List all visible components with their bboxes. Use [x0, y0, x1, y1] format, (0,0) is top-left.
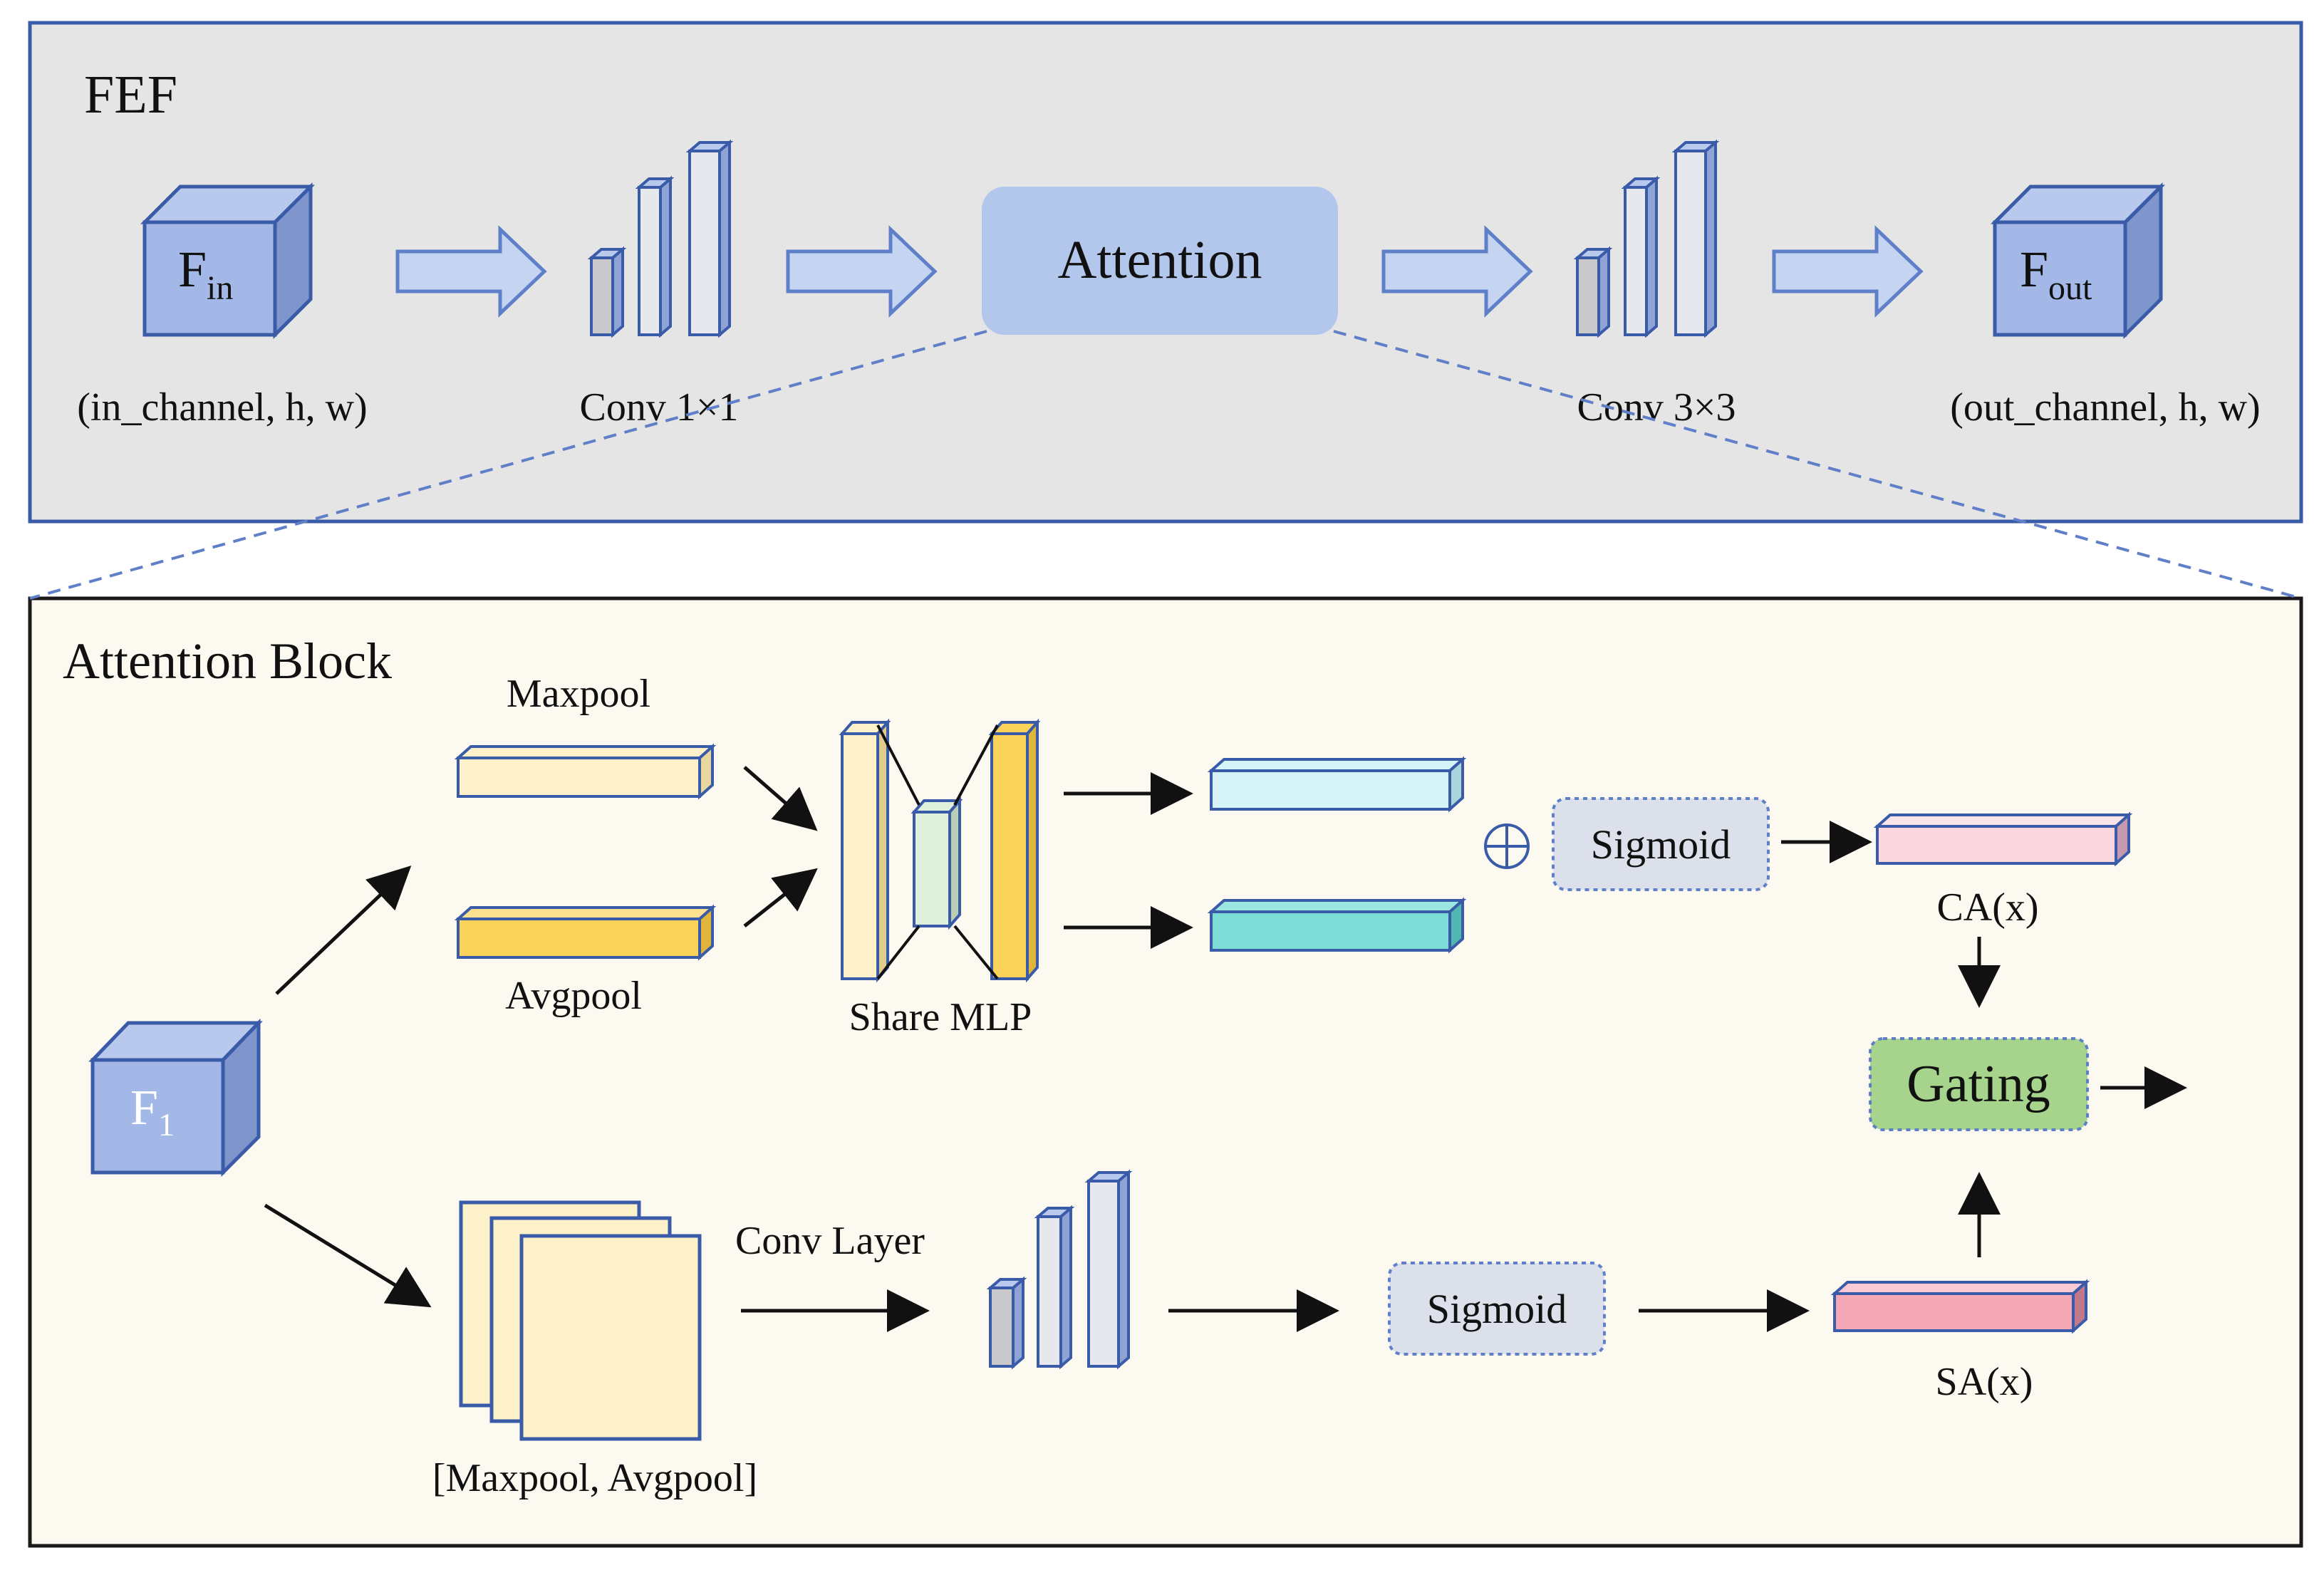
maxpool-label: Maxpool [507, 672, 650, 716]
zoom-line-right [1333, 330, 2302, 600]
conv-layer-label: Conv Layer [735, 1219, 925, 1263]
output-cube-icon [1990, 182, 2166, 340]
share-mlp-label: Share MLP [849, 995, 1032, 1039]
share-mlp-icon [839, 718, 1041, 983]
output-cube-label: Fout [2020, 241, 2092, 307]
arrow-avgpool-to-mlp [743, 868, 818, 927]
sigmoid-top-box [1552, 797, 1770, 891]
arrow-to-pools [275, 866, 412, 995]
gating-label: Gating [1907, 1055, 2050, 1113]
avgpool-label: Avgpool [505, 974, 642, 1018]
arrow-maxpool-to-mlp [743, 766, 818, 831]
right-arrow-icon [786, 225, 938, 318]
conv3x3-label: Conv 3×3 [1577, 385, 1736, 430]
input-cube-label: Fin [178, 241, 233, 307]
conv1x1-icon [587, 139, 734, 338]
right-arrow-icon [395, 225, 547, 318]
sigmoid-bottom-box [1388, 1262, 1606, 1356]
plus-circle-icon [1484, 823, 1530, 869]
f1-cube-icon [88, 1018, 263, 1178]
attention-block-panel: Attention Block F1 Maxpool Avgpool [28, 596, 2303, 1548]
attention-box [982, 187, 1338, 335]
input-cube-icon [140, 182, 316, 340]
sigmoid-top-label: Sigmoid [1591, 821, 1731, 868]
ca-bar [1873, 811, 2133, 867]
concat-label: [Maxpool, Avgpool] [432, 1456, 757, 1500]
avgpool-bar [454, 904, 717, 961]
conv3x3-icon [1573, 139, 1720, 338]
maxpool-bar [454, 743, 717, 800]
attention-block-title: Attention Block [63, 633, 392, 690]
input-dims-label: (in_channel, h, w) [77, 385, 367, 430]
sigmoid-bottom-label: Sigmoid [1427, 1286, 1567, 1332]
f1-cube-label: F1 [130, 1081, 175, 1143]
sa-label: SA(x) [1936, 1360, 2033, 1404]
output-dims-label: (out_channel, h, w) [1950, 385, 2260, 430]
mlp-output-bar-2 [1207, 897, 1467, 954]
mlp-output-bar-1 [1207, 756, 1467, 813]
ca-label: CA(x) [1936, 885, 2038, 930]
arrow-to-concat [264, 1203, 432, 1308]
gating-box [1869, 1037, 2089, 1131]
right-arrow-icon [1381, 225, 1533, 318]
fef-panel: FEF Fin (in_channel, h, w) Conv 1×1 [28, 21, 2303, 524]
right-arrow-icon [1772, 225, 1924, 318]
fef-title: FEF [84, 65, 177, 125]
sa-bar [1830, 1279, 2090, 1334]
conv-layer-icon [986, 1169, 1133, 1370]
attention-label: Attention [1057, 230, 1262, 290]
concat-maps-icon [459, 1200, 702, 1441]
zoom-line-left [29, 330, 987, 600]
